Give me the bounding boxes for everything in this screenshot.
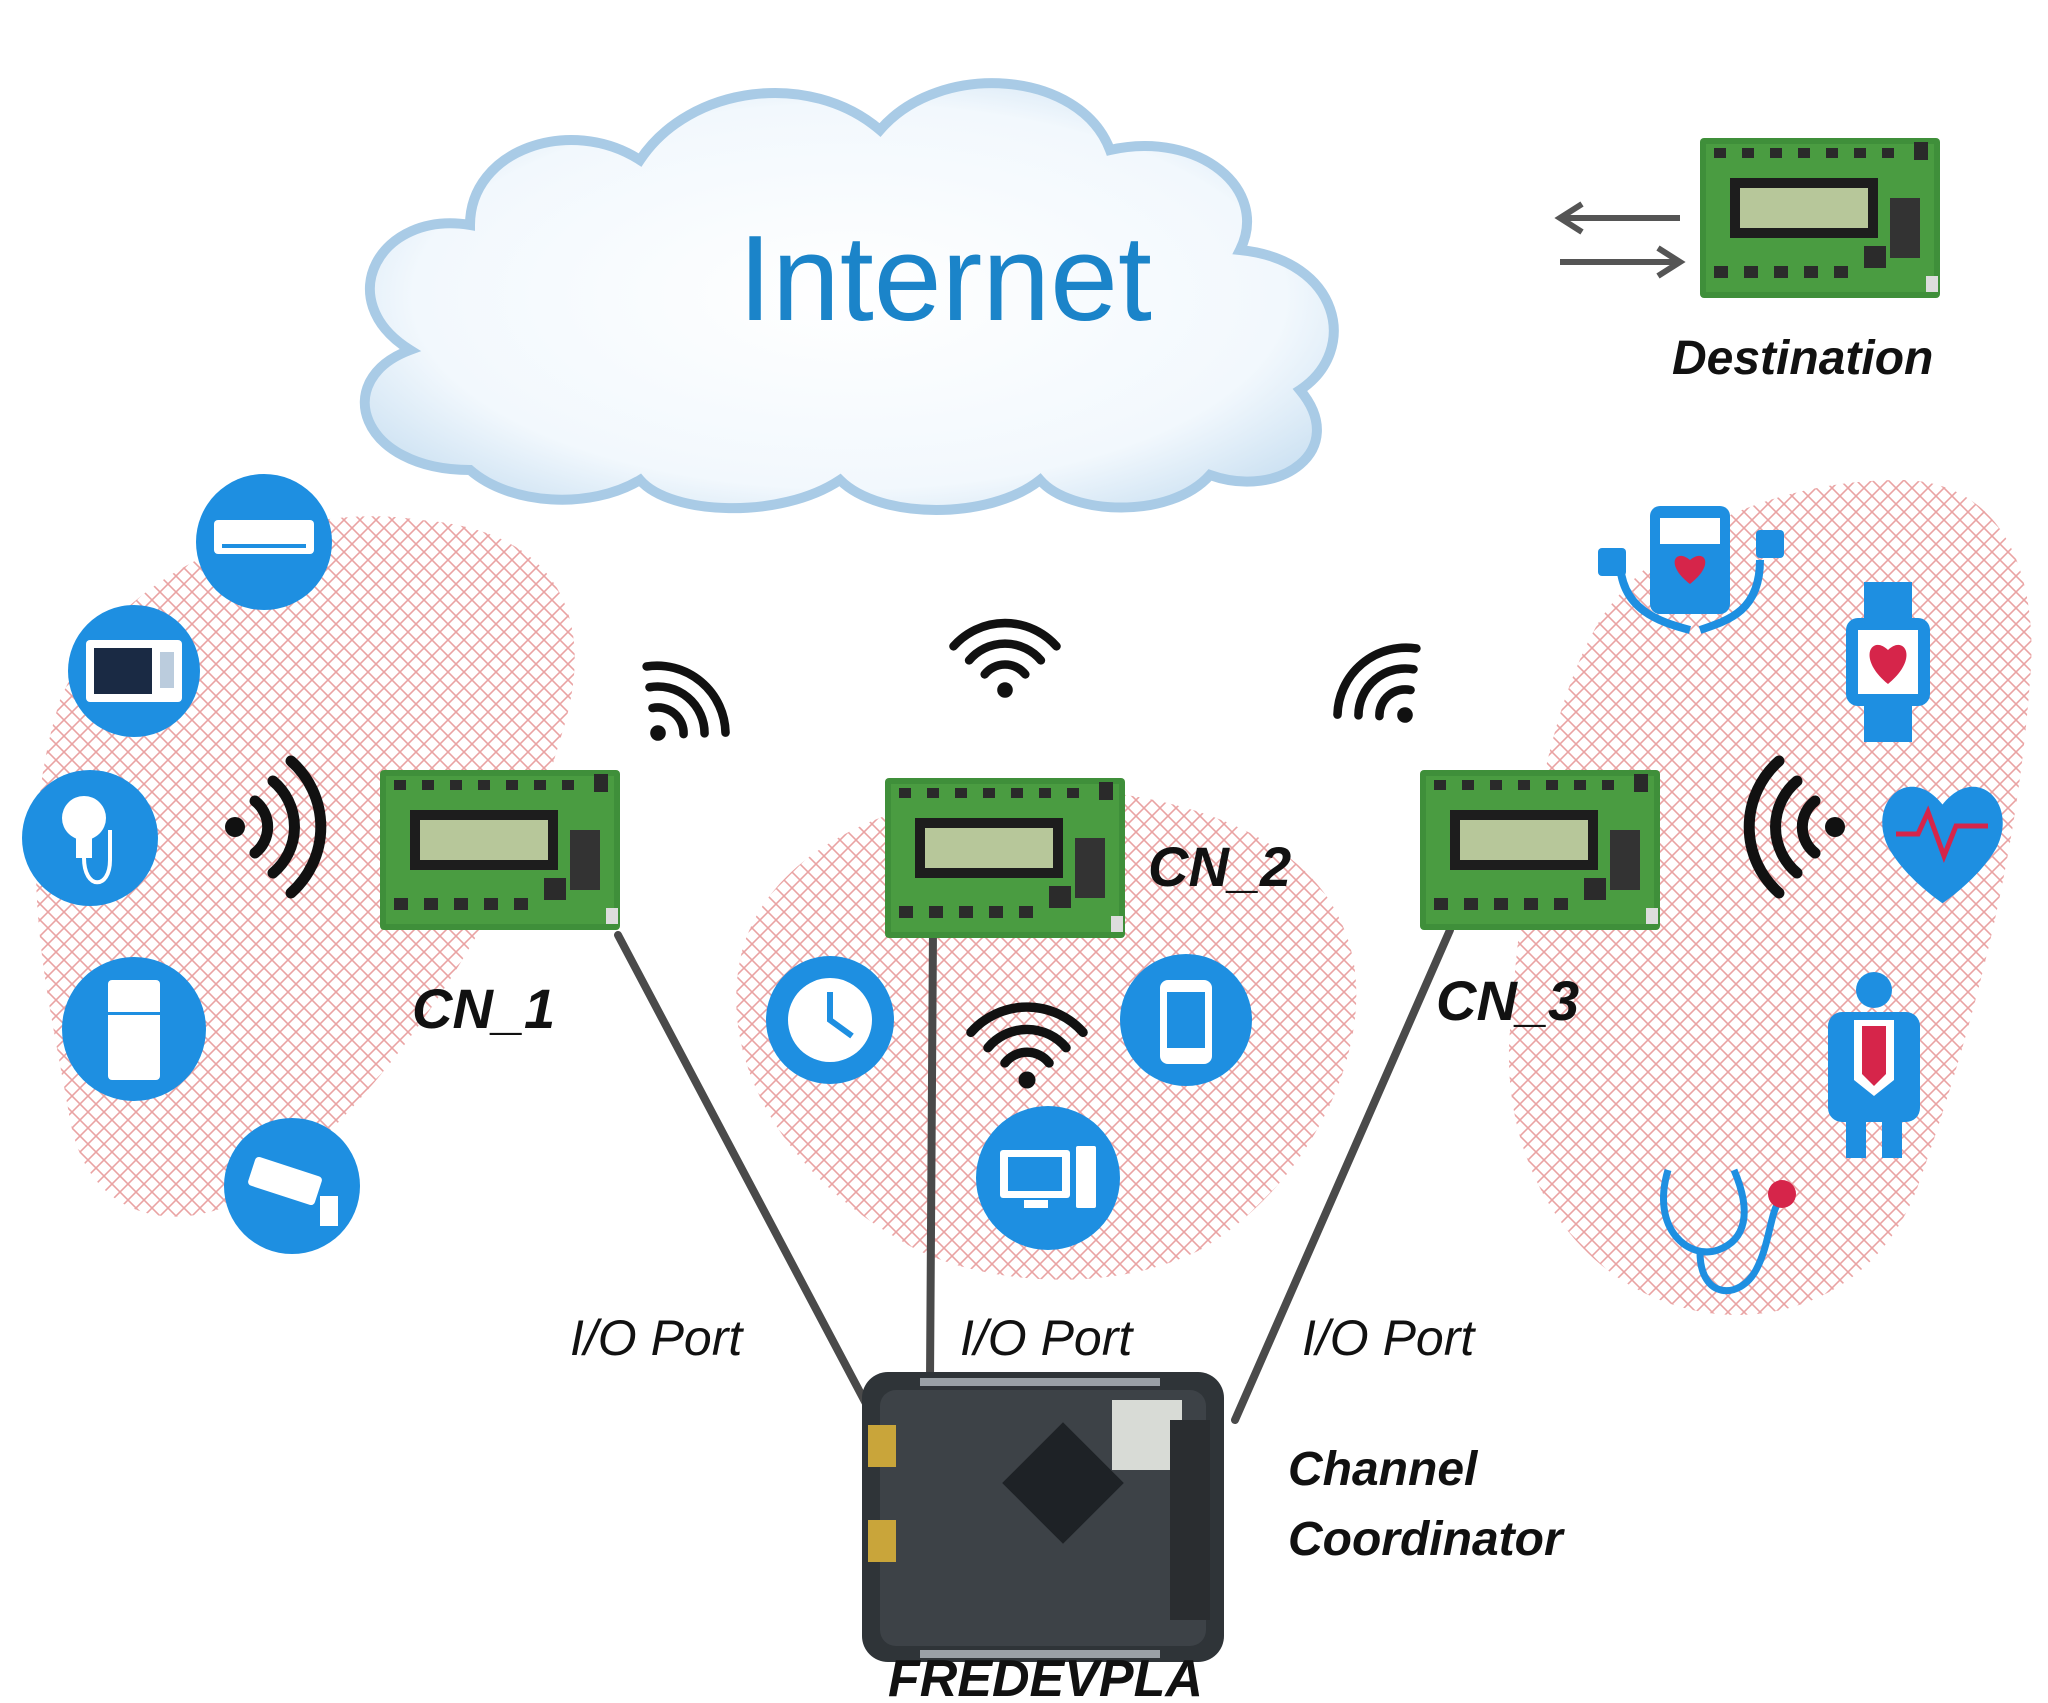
io-port-label-2: I/O Port: [960, 1310, 1134, 1366]
io-port-label-3: I/O Port: [1302, 1310, 1476, 1366]
io-link-3: [1231, 926, 1454, 1424]
clock-icon: [766, 956, 894, 1084]
heartbeat-icon: [1882, 786, 2003, 904]
air-conditioner-icon: [196, 474, 332, 610]
cn2-board: [885, 778, 1125, 938]
internet-cloud: [359, 78, 1339, 515]
cn2-wifi-icon: [954, 623, 1057, 698]
stethoscope-icon: [1660, 1168, 1796, 1295]
coordinator-label-line2: Coordinator: [1288, 1513, 1565, 1566]
cloud-label: Internet: [738, 210, 1152, 346]
desktop-computer-icon: [976, 1106, 1120, 1250]
cn3-label: CN_3: [1436, 969, 1579, 1032]
smartwatch-heart-icon: [1846, 582, 1930, 742]
blood-pressure-monitor-icon: [1598, 506, 1784, 634]
cn3-wifi-icon: [1323, 631, 1450, 754]
io-link-2: [926, 926, 937, 1384]
board-name-label: FREDEVPLA: [888, 1650, 1203, 1703]
bidirectional-arrows-icon: [1554, 201, 1686, 279]
patient-icon: [1828, 972, 1920, 1158]
io-port-links: [614, 926, 1454, 1434]
cn1-wifi-icon: [614, 649, 741, 772]
io-link-1: [614, 931, 884, 1434]
cn3-board: [1420, 770, 1660, 930]
cn1-label: CN_1: [412, 977, 555, 1040]
coordinator-board: [862, 1372, 1224, 1662]
smartphone-icon: [1120, 954, 1252, 1086]
microwave-icon: [68, 605, 200, 737]
light-bulb-icon: [22, 770, 158, 906]
cn2-label: CN_2: [1148, 835, 1291, 898]
io-port-label-1: I/O Port: [570, 1310, 744, 1366]
security-camera-icon: [224, 1118, 360, 1254]
cn1-board: [380, 770, 620, 930]
coordinator-label-line1: Channel: [1288, 1443, 1479, 1496]
destination-board: [1700, 138, 1940, 298]
refrigerator-icon: [62, 957, 206, 1101]
destination-label: Destination: [1672, 332, 1933, 385]
